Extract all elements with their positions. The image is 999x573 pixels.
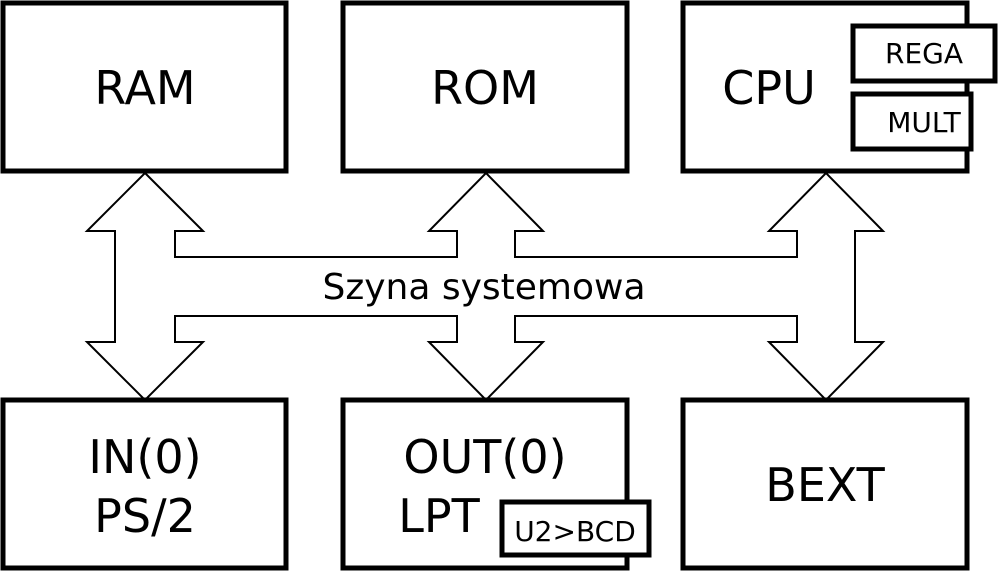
out-block: OUT(0) LPT U2>BCD	[340, 397, 652, 571]
out-label-line2: LPT	[398, 489, 480, 543]
mult-label: MULT	[887, 106, 961, 139]
bext-block: BEXT	[680, 397, 970, 571]
system-bus-label: Szyna systemowa	[322, 267, 645, 308]
u2-bcd-label: U2>BCD	[514, 515, 636, 548]
mult-unit: MULT	[850, 91, 974, 152]
rega-unit: REGA	[850, 23, 998, 84]
u2-bcd-unit: U2>BCD	[499, 499, 652, 558]
rega-label: REGA	[885, 37, 963, 70]
cpu-label: CPU	[722, 61, 816, 115]
rom-label: ROM	[431, 61, 539, 115]
in-block: IN(0) PS/2	[0, 397, 289, 571]
in-label-line2: PS/2	[94, 489, 196, 543]
cpu-block: CPU REGA MULT	[680, 0, 998, 174]
ram-block: RAM	[0, 0, 289, 174]
ram-label: RAM	[94, 61, 195, 115]
in-label-line1: IN(0)	[88, 430, 201, 484]
out-label-line1: OUT(0)	[403, 430, 566, 484]
bext-label: BEXT	[765, 458, 885, 512]
rom-block: ROM	[340, 0, 630, 174]
